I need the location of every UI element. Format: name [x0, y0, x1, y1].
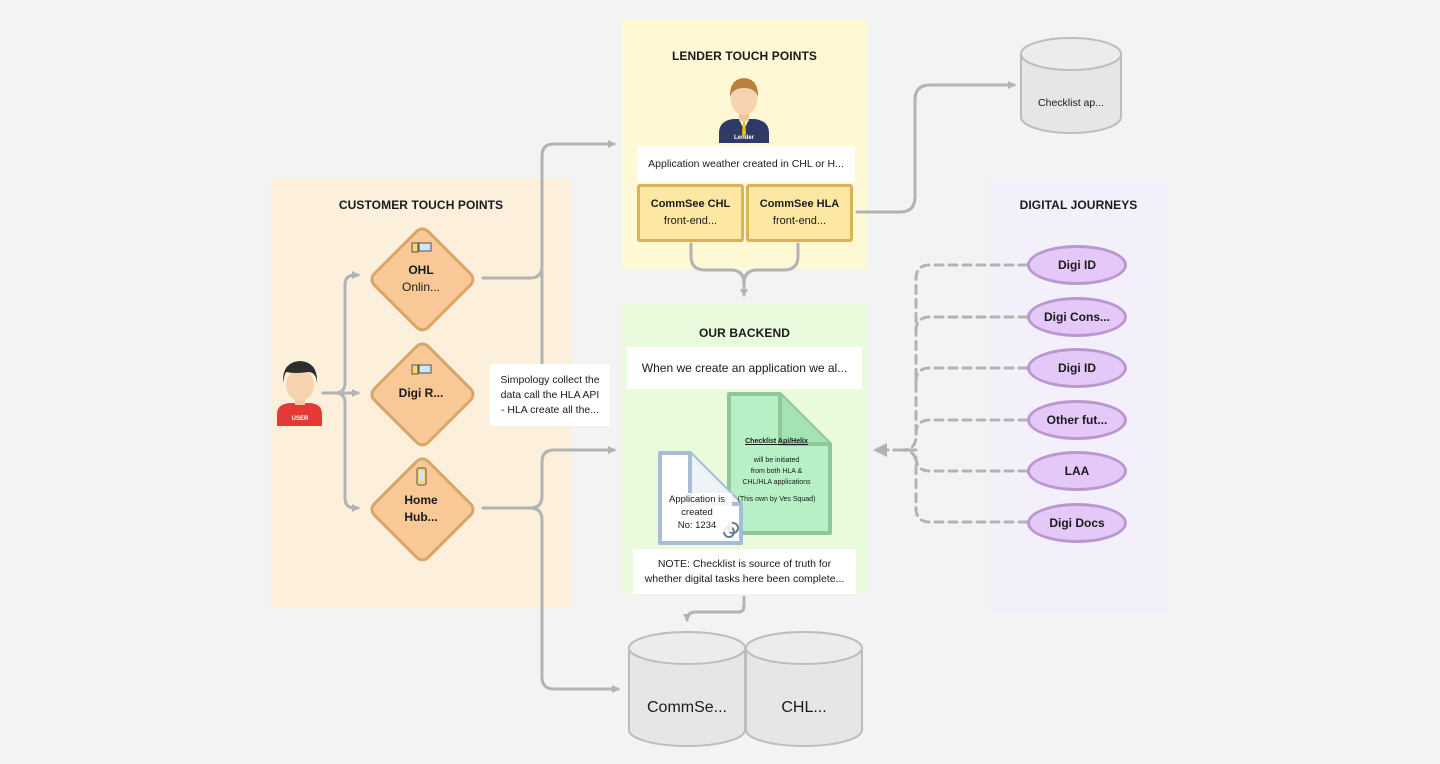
checklist-doc-text: Checklist Api/Helix will be initiated fr…	[729, 436, 824, 505]
ohl-subtitle: Onlin...	[401, 280, 440, 294]
lender-avatar	[719, 78, 769, 143]
customer-zone-title: CUSTOMER TOUCH POINTS	[338, 198, 504, 212]
commsee-db-label: CommSe...	[646, 699, 727, 716]
connector-commsee-backend	[689, 242, 748, 297]
application-doc-text: Application is created No: 1234	[662, 493, 732, 532]
home-hub-subtitle: Hub...	[404, 510, 438, 524]
application-doc-line: Application is	[669, 494, 725, 505]
connector-digital-3	[914, 366, 1029, 384]
commsee-hla-sticky[interactable]: CommSee HLA front-end...	[746, 184, 853, 242]
commsee-chl-sticky[interactable]: CommSee CHL front-end...	[637, 184, 744, 242]
simpology-note-line: - HLA create all the...	[500, 403, 600, 416]
connector-digital-5	[914, 455, 1029, 473]
checklist-doc-title: Checklist Api/Helix	[745, 438, 808, 445]
application-doc-line: No: 1234	[677, 520, 717, 531]
connector-homehub-db	[528, 506, 620, 693]
mobile-icon	[416, 467, 427, 486]
checklist-database[interactable]	[1020, 37, 1122, 134]
connector-digital-4	[914, 418, 1029, 436]
commsee-database[interactable]	[628, 631, 746, 747]
commsee-chl-subtitle: front-end...	[663, 215, 718, 227]
connector-user-homehub	[321, 391, 360, 512]
checklist-doc-line: CHL/HLA applications	[742, 479, 811, 486]
application-doc-line: created	[681, 507, 713, 518]
checklist-doc-line: (This own by Ves Squad)	[737, 496, 816, 503]
diamond-ohl[interactable]	[369, 226, 476, 333]
diamond-digi-r[interactable]	[369, 341, 476, 448]
user-badge: USER	[291, 416, 309, 422]
backend-note-line: NOTE: Checklist is source of truth for	[657, 557, 832, 570]
digi-r-label: Digi R...	[376, 385, 466, 402]
chl-database[interactable]	[745, 631, 863, 747]
simpology-note-line: data call the HLA API	[500, 388, 600, 401]
checklist-doc-line: from both HLA &	[750, 468, 803, 475]
digital-journey-digi-docs[interactable]: Digi Docs	[1027, 503, 1127, 543]
lender-zone-title: LENDER TOUCH POINTS	[671, 49, 818, 63]
lender-badge: Lender	[733, 135, 754, 141]
simpology-note[interactable]: Simpology collect the data call the HLA …	[490, 364, 610, 426]
home-hub-title: Home	[404, 493, 438, 507]
ohl-title: OHL	[408, 263, 434, 277]
backend-zone-title: OUR BACKEND	[698, 326, 791, 340]
connector-commsee-checklist	[855, 81, 1016, 214]
connector-user-ohl	[321, 271, 360, 395]
checklist-db-label: Checklist ap...	[1038, 97, 1104, 109]
commsee-chl-title: CommSee CHL	[650, 198, 731, 210]
connector-backend-db	[683, 595, 746, 622]
chl-db-label: CHL...	[781, 699, 827, 716]
diamond-home-hub[interactable]	[369, 456, 476, 563]
digital-journey-digi-cons[interactable]: Digi Cons...	[1027, 297, 1127, 337]
connector-ohl-lender	[481, 140, 616, 280]
connector-digital-1	[900, 263, 1029, 452]
digital-journey-digi-id-2[interactable]: Digi ID	[1027, 348, 1127, 388]
digi-r-title: Digi R...	[398, 386, 444, 400]
backend-note[interactable]: NOTE: Checklist is source of truth for w…	[633, 549, 856, 594]
arrowhead-digital-backend	[873, 443, 887, 457]
connector-homehub-backend	[481, 446, 616, 510]
digital-journey-digi-id[interactable]: Digi ID	[1027, 245, 1127, 285]
desktop-icon	[411, 242, 432, 253]
backend-intro[interactable]: When we create an application we al...	[627, 347, 862, 389]
connector-digital-2	[914, 315, 1029, 333]
simpology-note-line: Simpology collect the	[500, 373, 600, 386]
digital-journey-laa[interactable]: LAA	[1027, 451, 1127, 491]
desktop-icon	[411, 364, 432, 375]
backend-note-line: whether digital tasks here been complete…	[644, 572, 845, 585]
user-avatar	[277, 361, 322, 426]
connector-digital-6	[900, 448, 1029, 524]
digital-journey-other-future[interactable]: Other fut...	[1027, 400, 1127, 440]
commsee-hla-title: CommSee HLA	[759, 198, 840, 210]
checklist-doc-line: will be initiated	[753, 457, 800, 464]
home-hub-label: Home Hub...	[376, 492, 466, 526]
lender-application-note[interactable]: Application weather created in CHL or H.…	[637, 146, 855, 182]
ohl-label: OHL Onlin...	[376, 262, 466, 296]
commsee-hla-subtitle: front-end...	[772, 215, 827, 227]
digital-zone-title: DIGITAL JOURNEYS	[1019, 198, 1138, 212]
